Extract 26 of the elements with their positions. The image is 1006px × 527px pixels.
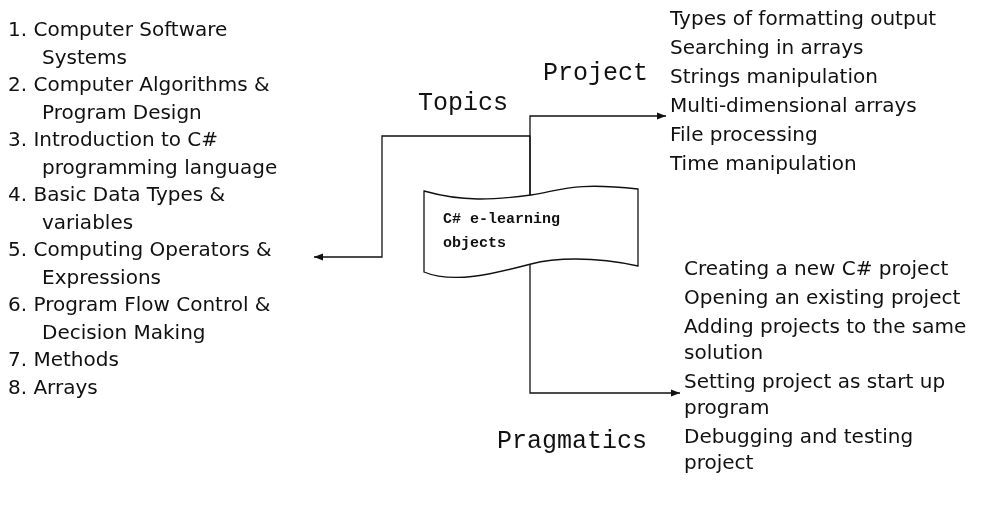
list-item: Setting project as start up program bbox=[684, 368, 947, 420]
list-item: 8. Arrays bbox=[8, 373, 99, 401]
list-item: 5. Computing Operators & Expressions bbox=[8, 236, 273, 291]
list-item: Time manipulation bbox=[670, 150, 858, 177]
list-item: 4. Basic Data Types & variables bbox=[8, 181, 227, 236]
list-item: 1. Computer Software Systems bbox=[8, 16, 229, 71]
list-item: 7. Methods bbox=[8, 346, 120, 373]
arrow bbox=[529, 263, 681, 397]
list-item: Searching in arrays bbox=[670, 34, 865, 61]
edge-label: Pragmatics bbox=[497, 428, 648, 456]
list-item: 6. Program Flow Control & Decision Making bbox=[8, 291, 272, 346]
list-item: Types of formatting output bbox=[670, 5, 938, 32]
list-item: 2. Computer Algorithms & Program Design bbox=[8, 71, 271, 126]
arrow bbox=[529, 112, 667, 196]
list-item: Creating a new C# project bbox=[684, 255, 950, 281]
list-item: Debugging and testing project bbox=[684, 423, 915, 475]
edge-label: Project bbox=[543, 60, 649, 88]
node-text: C# e-learning objects bbox=[443, 210, 562, 254]
edge-label: Topics bbox=[418, 90, 508, 118]
list-item: 3. Introduction to C# programming language bbox=[8, 126, 279, 181]
list-item: Opening an existing project bbox=[684, 284, 962, 310]
list-item: File processing bbox=[670, 121, 819, 148]
list-item: Adding projects to the same solution bbox=[684, 313, 968, 365]
list-item: Strings manipulation bbox=[670, 63, 879, 90]
arrow bbox=[313, 135, 531, 261]
list-item: Multi-dimensional arrays bbox=[670, 92, 918, 119]
